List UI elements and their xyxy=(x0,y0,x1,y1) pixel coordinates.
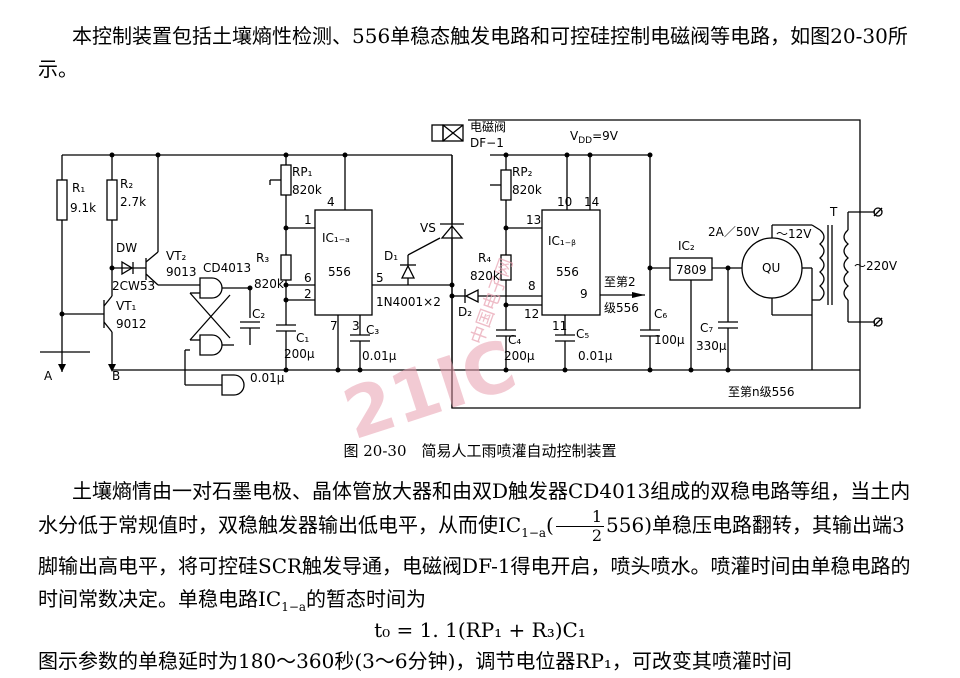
intro-paragraph: 本控制装置包括土壤熵性检测、556单稳态触发电路和可控硅控制电磁阀等电路，如图2… xyxy=(38,24,908,81)
label-r1-value: 9.1k xyxy=(70,201,96,215)
pin-7: 7 xyxy=(330,319,338,333)
last-line: 图示参数的单稳延时为180～360秒(3～6分钟)，调节电位器RP₁，可改变其喷… xyxy=(38,649,792,673)
label-r2-value: 2.7k xyxy=(120,195,146,209)
body-text-c: 的暂态时间为 xyxy=(306,587,427,611)
label-rp1: RP₁ xyxy=(292,165,313,179)
pin-11: 11 xyxy=(552,319,567,333)
pin-9: 9 xyxy=(580,287,588,301)
label-ic1b-type: 556 xyxy=(556,265,579,279)
label-vt2-value: 9013 xyxy=(166,265,197,279)
pin-4: 4 xyxy=(327,195,335,209)
label-d2: D₂ xyxy=(458,305,472,319)
label-r4: R₄ xyxy=(478,251,491,265)
label-ic2-value: 7809 xyxy=(676,263,707,277)
body-text-a-sub: 1−a xyxy=(521,526,547,540)
pin-13: 13 xyxy=(526,213,541,227)
fraction-denominator: 2 xyxy=(591,526,603,545)
body-text-a: 土壤熵情由一对石墨电极、晶体管放大器和由双D触发器CD4013组成的双稳电路等组… xyxy=(38,479,911,537)
label-r3: R₃ xyxy=(256,251,269,265)
pin-10: 10 xyxy=(557,195,572,209)
label-c3: C₃ xyxy=(366,323,379,337)
pin-6: 6 xyxy=(304,271,312,285)
label-c4: C₄ xyxy=(508,333,521,347)
label-c7: C₇ xyxy=(700,321,713,335)
label-rp2-value: 820k xyxy=(512,183,542,197)
label-r3-value: 820k xyxy=(254,277,284,291)
label-bridge-rating: 2A／50V xyxy=(708,225,760,239)
label-c2: C₂ xyxy=(252,307,265,321)
label-c1: C₁ xyxy=(296,331,309,345)
body-paragraph: 土壤熵情由一对石墨电极、晶体管放大器和由双D触发器CD4013组成的双稳电路等组… xyxy=(38,479,911,614)
pin-14: 14 xyxy=(584,195,599,209)
label-b: B xyxy=(112,369,120,383)
label-to-stage2b: 级556 xyxy=(604,301,639,315)
label-dw-value: 2CW53 xyxy=(112,279,155,293)
label-c6-value: 100μ xyxy=(654,333,685,347)
pin-12: 12 xyxy=(524,307,539,321)
label-c5-value: 0.01μ xyxy=(578,349,613,363)
body-text-b-sub: 1−a xyxy=(281,600,307,614)
label-vt1: VT₁ xyxy=(116,299,137,313)
label-to-stage-n: 至第n级556 xyxy=(728,385,795,399)
label-ic1a: IC₁₋ₐ xyxy=(322,231,350,245)
figure-caption: 图 20-30 简易人工雨喷灌自动控制装置 xyxy=(343,442,617,460)
label-ic2: IC₂ xyxy=(678,239,695,253)
label-vs: VS xyxy=(420,221,436,235)
label-bridge: QU xyxy=(762,261,780,275)
pin-5: 5 xyxy=(376,271,384,285)
label-ac220: ～220V xyxy=(854,259,898,273)
label-c3-value: 0.01μ xyxy=(362,349,397,363)
label-r4-value: 820k xyxy=(470,269,500,283)
label-valve-id: DF−1 xyxy=(470,136,504,150)
label-rp1-value: 820k xyxy=(292,183,322,197)
label-c7-value: 330μ xyxy=(696,339,727,353)
label-diodes: 1N4001×2 xyxy=(376,295,441,309)
label-c5: C₅ xyxy=(576,327,589,341)
label-vdd: VDD=9V xyxy=(570,129,619,146)
circuit-diagram: 21IC 中国电子网 R₁ 9.1k R₂ 2.7k DW 2CW53 VT₁ … xyxy=(40,119,898,440)
label-vt2: VT₂ xyxy=(166,249,187,263)
pin-3: 3 xyxy=(352,319,360,333)
body-text-b: 556)单稳压电路翻转，其输出端3脚输出高电平，将可控硅SCR触发导通，电磁阀D… xyxy=(38,513,911,611)
label-c1-value: 200μ xyxy=(284,347,315,361)
label-r2: R₂ xyxy=(120,177,133,191)
label-vt1-value: 9012 xyxy=(116,317,147,331)
label-r1: R₁ xyxy=(72,181,85,195)
label-valve: 电磁阀 xyxy=(470,119,506,134)
label-cd4013: CD4013 xyxy=(203,261,251,275)
label-dw: DW xyxy=(116,241,137,255)
label-ic1b: IC₁₋ᵦ xyxy=(548,234,576,248)
pin-2: 2 xyxy=(304,287,312,301)
label-d1: D₁ xyxy=(384,249,398,263)
label-c4-value: 200μ xyxy=(504,349,535,363)
label-rp2: RP₂ xyxy=(512,165,533,179)
label-ac12: ～12V xyxy=(776,227,812,241)
label-ic1a-type: 556 xyxy=(328,265,351,279)
fraction-numerator: 1 xyxy=(555,508,605,527)
label-a: A xyxy=(44,369,53,383)
pin-8: 8 xyxy=(528,279,536,293)
pin-1: 1 xyxy=(304,213,312,227)
label-transformer: T xyxy=(829,205,838,219)
label-c0-value: 0.01μ xyxy=(250,371,285,385)
label-c6: C₆ xyxy=(654,307,667,321)
label-to-stage2: 至第2 xyxy=(604,275,636,289)
formula: t₀ = 1. 1(RP₁ + R₃)C₁ xyxy=(374,618,586,642)
